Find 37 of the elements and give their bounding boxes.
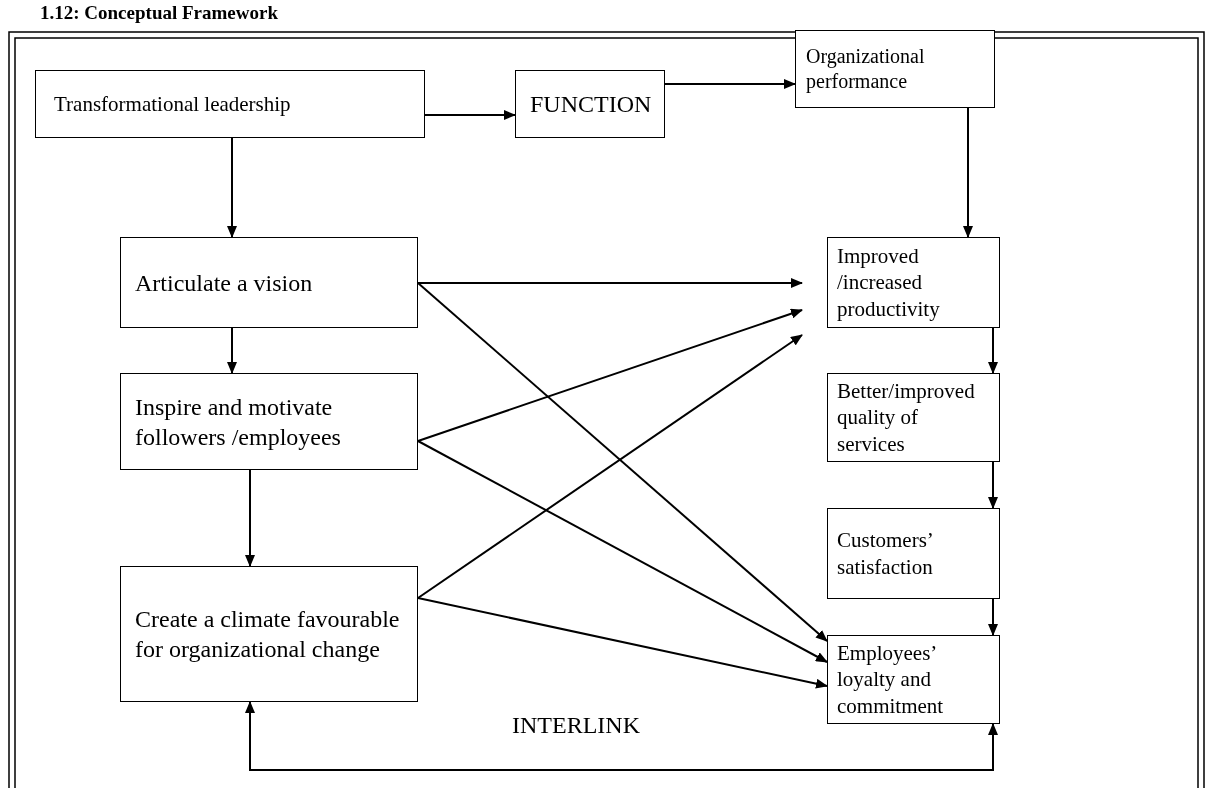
arrow <box>417 282 828 642</box>
arrow <box>227 327 237 374</box>
arrow <box>988 461 998 509</box>
arrow <box>988 598 998 636</box>
process-box <box>795 30 995 108</box>
arrow <box>245 469 255 567</box>
box-text: FUNCTION <box>530 90 652 119</box>
arrow <box>424 110 516 120</box>
process-box <box>827 237 1000 328</box>
process-box <box>827 373 1000 462</box>
process-box <box>120 566 418 702</box>
process-box <box>827 508 1000 599</box>
box-text: Transformational leadership <box>54 90 291 118</box>
box-text: Better/improved quality of services <box>837 378 976 457</box>
process-box <box>827 635 1000 724</box>
box-text: Employees’ loyalty and commitment <box>837 640 945 719</box>
box-text: Inspire and motivate followers /employees <box>135 392 342 452</box>
arrow <box>245 701 998 771</box>
process-box <box>515 70 665 138</box>
box-text: Create a climate favourable for organizational change <box>135 605 401 664</box>
arrow <box>417 597 828 689</box>
diagram-title: 1.12: Conceptual Framework <box>40 2 278 24</box>
arrow <box>988 327 998 374</box>
arrow <box>417 440 828 663</box>
box-text: Articulate a vision <box>135 268 313 298</box>
arrow <box>417 278 803 288</box>
process-box <box>120 237 418 328</box>
process-box <box>35 70 425 138</box>
box-text: Customers’ satisfaction <box>837 527 934 580</box>
arrow <box>227 137 237 238</box>
arrow <box>664 79 796 89</box>
arrow <box>963 107 973 238</box>
box-text: Improved /increased productivity <box>837 243 941 322</box>
process-box <box>120 373 418 470</box>
box-text: Organizational performance <box>806 44 926 94</box>
arrow <box>417 308 803 442</box>
arrow <box>417 334 803 599</box>
